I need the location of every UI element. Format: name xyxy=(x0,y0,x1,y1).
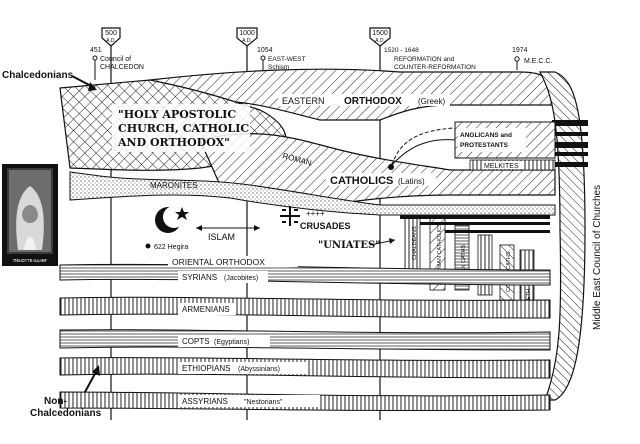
catholics-label: CATHOLICS xyxy=(330,175,393,187)
crusades-marks: ++++ xyxy=(306,209,325,218)
islam-marker: 622 Hegira ISLAM xyxy=(145,206,260,251)
event-mecc: 1974 M.E.C.C. xyxy=(512,47,552,70)
oriental-orthodox-label: ORIENTAL ORTHODOX xyxy=(172,257,265,267)
crusades-label: CRUSADES xyxy=(300,221,351,231)
event-schism-line1: EAST-WEST xyxy=(268,56,306,63)
event-reformation: 1520 - 1648 REFORMATION and COUNTER-REFO… xyxy=(384,47,476,71)
marker-500-year: 500 xyxy=(105,30,117,37)
armenian-catholics-label: ARMENIAN CATHOLICS xyxy=(437,223,443,285)
event-schism-line2: Schism xyxy=(268,64,289,71)
ethiopians-sub-label: (Abyssinians) xyxy=(238,366,280,373)
star-icon xyxy=(175,207,189,220)
event-chalcedon-line2: CHALCEDON xyxy=(100,64,144,71)
syrians-sub-label: (Jacobites) xyxy=(224,275,258,282)
event-chalcedon-line1: Council of xyxy=(100,56,131,63)
trunk-line-2: CHURCH, CATHOLIC xyxy=(118,122,249,135)
greek-label: (Greek) xyxy=(418,97,445,106)
event-chalcedon: 451 Council of CHALCEDON xyxy=(90,47,144,80)
trunk-line-1: "HOLY APOSTOLIC xyxy=(118,108,236,121)
chaldeans-label: CHALDEANS xyxy=(412,226,418,260)
islam-label: ISLAM xyxy=(208,232,235,242)
non-chalcedonians-label-1: Non- xyxy=(44,396,67,407)
trunk-title: "HOLY APOSTOLIC CHURCH, CATHOLIC AND ORT… xyxy=(112,104,250,152)
hegira-label: 622 Hegira xyxy=(154,244,188,251)
marker-500-era: A.D. xyxy=(106,38,116,44)
side-non-chalcedonians: Non- Chalcedonians xyxy=(30,365,102,419)
orthodox-label: ORTHODOX xyxy=(344,96,402,107)
uniates-label: "UNIATES" xyxy=(318,240,380,251)
copts-sub-label: (Egyptians) xyxy=(214,339,249,346)
anglicans-label-2: PROTESTANTS xyxy=(460,142,509,149)
ethiopians-label: ETHIOPIANS xyxy=(182,364,230,373)
anglicans-box: ANGLICANS and PROTESTANTS xyxy=(454,121,556,159)
marker-1000-year: 1000 xyxy=(239,30,255,37)
maronites-label: MARONITES xyxy=(150,181,198,190)
maronites-stream xyxy=(69,171,556,216)
assyrians-label: ASSYRIANS xyxy=(182,397,228,406)
copts-label: COPTS xyxy=(182,337,210,346)
marker-1000-era: A.D. xyxy=(242,38,252,44)
event-mecc-label: M.E.C.C. xyxy=(524,58,552,65)
mecc-column: Middle East Council of Churches xyxy=(539,71,603,401)
side-chalcedonians: Chalcedonians xyxy=(2,70,97,91)
mecc-vertical-label: Middle East Council of Churches xyxy=(592,185,603,330)
event-reformation-line1: REFORMATION and xyxy=(394,56,455,63)
reformation-arrow xyxy=(391,127,456,166)
armenians-label: ARMENIANS xyxy=(182,305,230,314)
marker-1500-era: A.D. xyxy=(375,38,385,44)
event-reformation-line2: COUNTER-REFORMATION xyxy=(394,64,476,71)
event-schism: 1054 EAST-WEST Schism xyxy=(257,47,306,75)
oriental-labels: ORIENTAL ORTHODOX SYRIANS (Jacobites) AR… xyxy=(168,256,320,407)
syrians-label: SYRIANS xyxy=(182,273,217,282)
eastern-orthodox-title: EASTERN ORTHODOX (Greek) xyxy=(278,94,450,107)
non-chalcedonians-label-2: Chalcedonians xyxy=(30,408,102,419)
latins-label: (Latins) xyxy=(398,177,425,186)
marker-1500-year: 1500 xyxy=(372,30,388,37)
eastern-label: EASTERN xyxy=(282,96,325,106)
icon-card-caption: ⲠⲈⲚⲞⲨⲦⲈ ⲚⲀϨⲈⲢ xyxy=(13,258,46,263)
hegira-dot-icon xyxy=(145,243,151,249)
melkites-band: MELKITES xyxy=(469,159,556,171)
oriental-orthodox-bands xyxy=(59,263,551,412)
event-schism-year: 1054 xyxy=(257,47,273,54)
saint-portrait-icon xyxy=(16,186,44,250)
event-mecc-year: 1974 xyxy=(512,47,528,54)
jerusalem-cross-icon xyxy=(280,206,300,226)
anglicans-label-1: ANGLICANS and xyxy=(460,132,512,139)
syrian-caths-label: SYRIAN CATHS. xyxy=(461,243,467,285)
chalcedonians-label: Chalcedonians xyxy=(2,70,74,81)
assyrians-sub-label: "Nestorians" xyxy=(244,399,283,406)
timeline: 500 A.D. 1000 A.D. 1500 A.D. 451 Council… xyxy=(90,27,552,420)
event-chalcedon-year: 451 xyxy=(90,47,102,54)
melkites-label: MELKITES xyxy=(484,163,519,170)
event-reformation-year: 1520 - 1648 xyxy=(384,47,419,54)
crusades-marker: ++++ CRUSADES xyxy=(280,206,351,231)
trunk-line-3: AND ORTHODOX" xyxy=(117,136,230,149)
icon-card: ⲠⲈⲚⲞⲨⲦⲈ ⲚⲀϨⲈⲢ xyxy=(2,164,58,266)
